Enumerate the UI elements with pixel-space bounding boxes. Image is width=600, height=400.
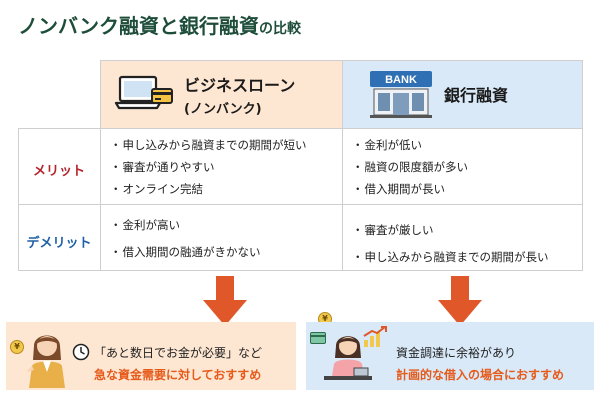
page-title: ノンバンク融資と銀行融資の比較 (18, 10, 301, 39)
table-line-left (18, 128, 19, 271)
bank-column-title: 銀行融資 (444, 86, 509, 105)
table-line-header-top (100, 60, 582, 61)
list-item: オンライン完結 (110, 178, 307, 200)
bank-sign-text: BANK (385, 74, 417, 86)
growth-chart-icon (363, 326, 387, 347)
credit-card-icon (310, 332, 326, 344)
recommend-bank-highlight: 計画的な借入の場合におすすめ (396, 368, 565, 382)
header-bank: BANK 銀行融資 (342, 60, 582, 128)
woman-at-desk-icon (324, 336, 372, 380)
recommend-bank-condition: 資金調達に余裕があり (396, 346, 517, 360)
demerit-nonbank-list: 金利が高い 借入期間の融通がきかない (110, 212, 261, 266)
list-item: 審査が厳しい (352, 217, 549, 244)
list-item: 借入期間の融通がきかない (110, 239, 261, 266)
row-label-demerit: デメリット (26, 236, 92, 251)
recommend-nonbank-condition: 「あと数日でお金が必要」など (94, 346, 263, 360)
list-item: 申し込みから融資までの期間が短い (110, 134, 307, 156)
businesswoman-icon (26, 335, 65, 388)
nonbank-column-subtitle: (ノンバンク) (184, 101, 262, 117)
recommend-nonbank-box: ¥ 「あと数日でお金が必要」など 急な資金需要に対しておすすめ (6, 322, 296, 390)
table-line-top (18, 128, 582, 129)
laptop-card-icon (114, 75, 173, 110)
down-arrow-icon (203, 276, 247, 326)
down-arrow-icon (438, 276, 482, 326)
merit-bank-list: 金利が低い 融資の限度額が多い 借入期間が長い (352, 134, 469, 200)
list-item: 金利が高い (110, 212, 261, 239)
title-suffix: の比較 (259, 21, 301, 37)
bank-building-icon: BANK (370, 71, 432, 118)
title-main: ノンバンク融資と銀行融資 (18, 14, 259, 38)
header-nonbank: ビジネスローン (ノンバンク) (100, 60, 342, 128)
list-item: 融資の限度額が多い (352, 156, 469, 178)
table-line-middle (18, 204, 582, 205)
table-line-right (582, 60, 583, 271)
list-item: 審査が通りやすい (110, 156, 307, 178)
recommend-bank-box: 資金調達に余裕があり 計画的な借入の場合におすすめ (306, 322, 594, 390)
table-line-bottom (18, 270, 582, 271)
list-item: 申し込みから融資までの期間が長い (352, 244, 549, 271)
demerit-bank-list: 審査が厳しい 申し込みから融資までの期間が長い (352, 217, 549, 271)
list-item: 借入期間が長い (352, 178, 468, 200)
clock-icon (72, 343, 90, 361)
recommend-nonbank-highlight: 急な資金需要に対しておすすめ (94, 368, 262, 382)
row-label-merit: メリット (32, 164, 85, 179)
yen-coin-icon: ¥ (10, 340, 24, 354)
list-item: 金利が低い (352, 134, 468, 156)
merit-nonbank-list: 申し込みから融資までの期間が短い 審査が通りやすい オンライン完結 (110, 134, 307, 200)
table-line-col1 (100, 60, 101, 271)
table-line-col2 (342, 60, 343, 271)
nonbank-column-title: ビジネスローン (184, 75, 296, 95)
